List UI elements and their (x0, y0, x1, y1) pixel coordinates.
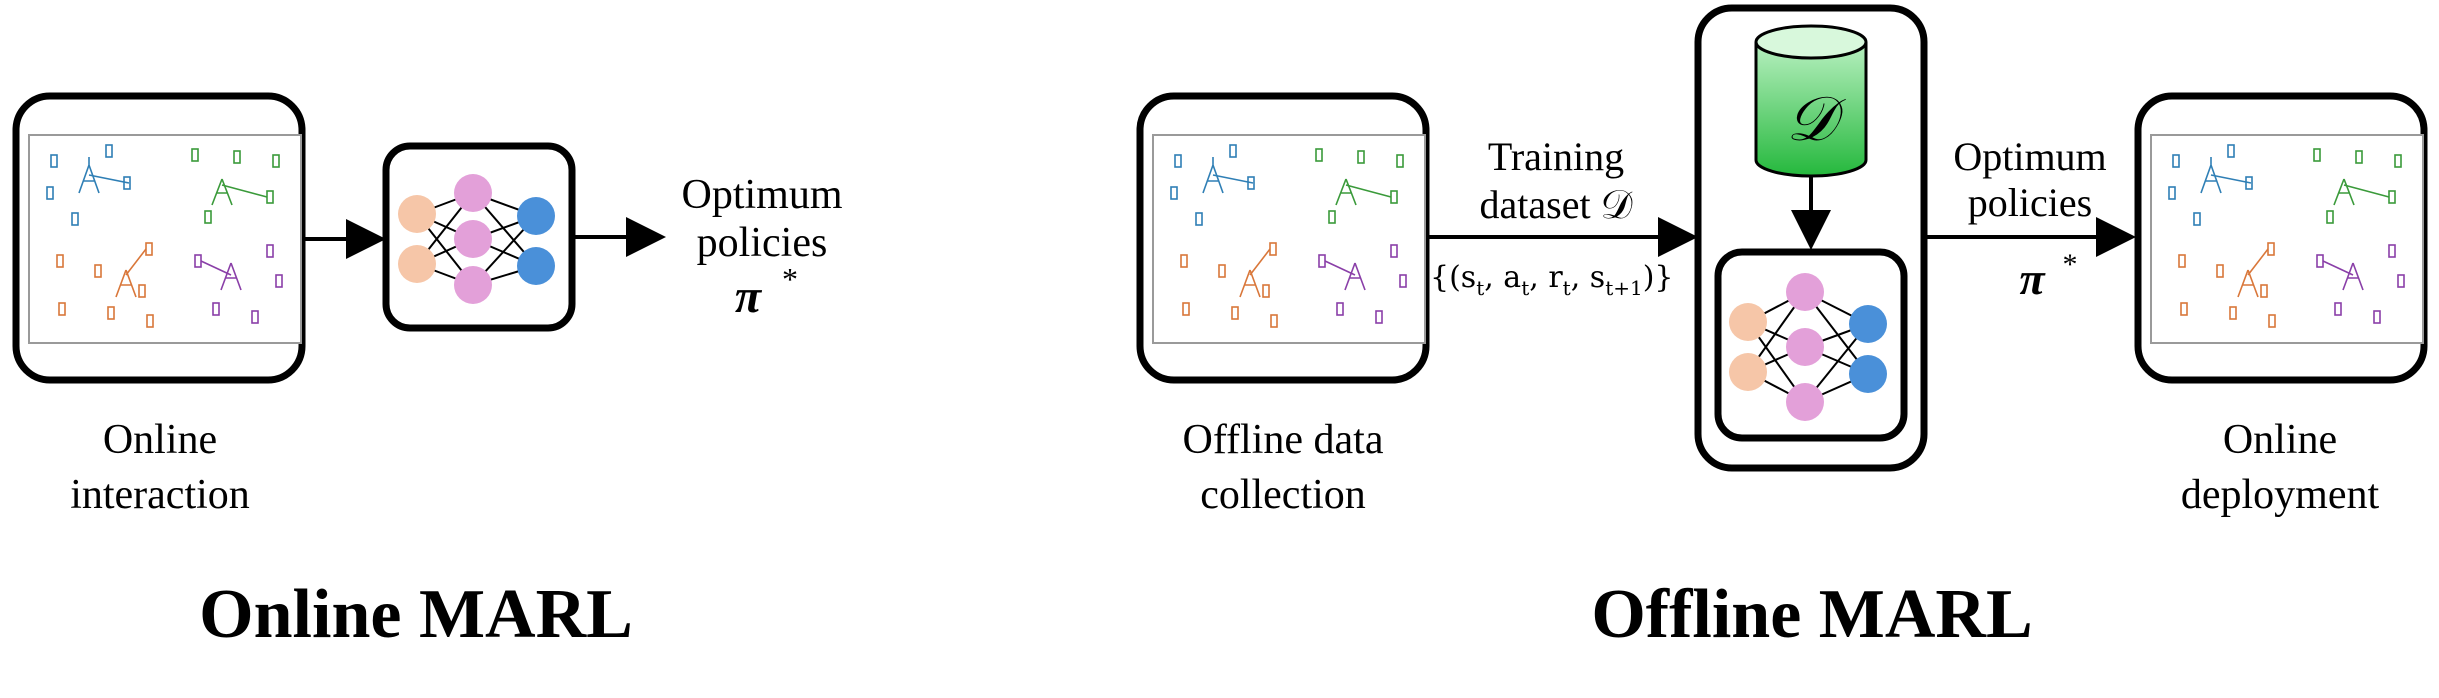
dataset-database-icon: 𝒟 (1754, 24, 1868, 178)
deploy-caption-line2: deployment (2181, 472, 2380, 518)
input-node (398, 195, 436, 233)
online-network-box (382, 142, 576, 332)
training-line2: dataset 𝒟 (1480, 182, 1633, 227)
input-node (1729, 303, 1767, 341)
online-policy-symbol: π (735, 270, 763, 323)
offline-section-title: Offline MARL (1591, 576, 2032, 653)
online-environment-box (12, 92, 306, 384)
input-node (398, 245, 436, 283)
offline-policy-symbol: π (2019, 253, 2046, 304)
hidden-node (1786, 273, 1824, 311)
hidden-node (454, 220, 492, 258)
offline-policy-star: * (2063, 248, 2078, 281)
online-output-line2: policies (697, 220, 828, 266)
online-output-line1: Optimum (681, 172, 842, 218)
online-deployment-box (2134, 92, 2428, 384)
offline-collection-box (1136, 92, 1430, 384)
collection-caption-line1: Offline data (1183, 417, 1384, 463)
output-node (517, 247, 555, 285)
hidden-node (1786, 383, 1824, 421)
offline-output-line1: Optimum (1953, 134, 2106, 179)
hidden-node (454, 266, 492, 304)
online-env-caption-line1: Online (103, 417, 217, 463)
online-policy-star: * (782, 261, 798, 297)
output-node (1849, 355, 1887, 393)
hidden-node (1786, 328, 1824, 366)
collection-caption-line2: collection (1200, 472, 1366, 518)
output-node (517, 197, 555, 235)
online-env-caption-line2: interaction (70, 472, 250, 518)
dataset-tuple: {(st, at, rt, st+1)} (1430, 260, 1674, 300)
output-node (1849, 305, 1887, 343)
hidden-node (454, 174, 492, 212)
offline-training-box: 𝒟 (1694, 4, 1928, 472)
input-node (1729, 353, 1767, 391)
online-section-title: Online MARL (199, 576, 633, 653)
deploy-caption-line1: Online (2223, 417, 2337, 463)
training-line1: Training (1488, 134, 1624, 179)
offline-output-line2: policies (1968, 180, 2092, 225)
